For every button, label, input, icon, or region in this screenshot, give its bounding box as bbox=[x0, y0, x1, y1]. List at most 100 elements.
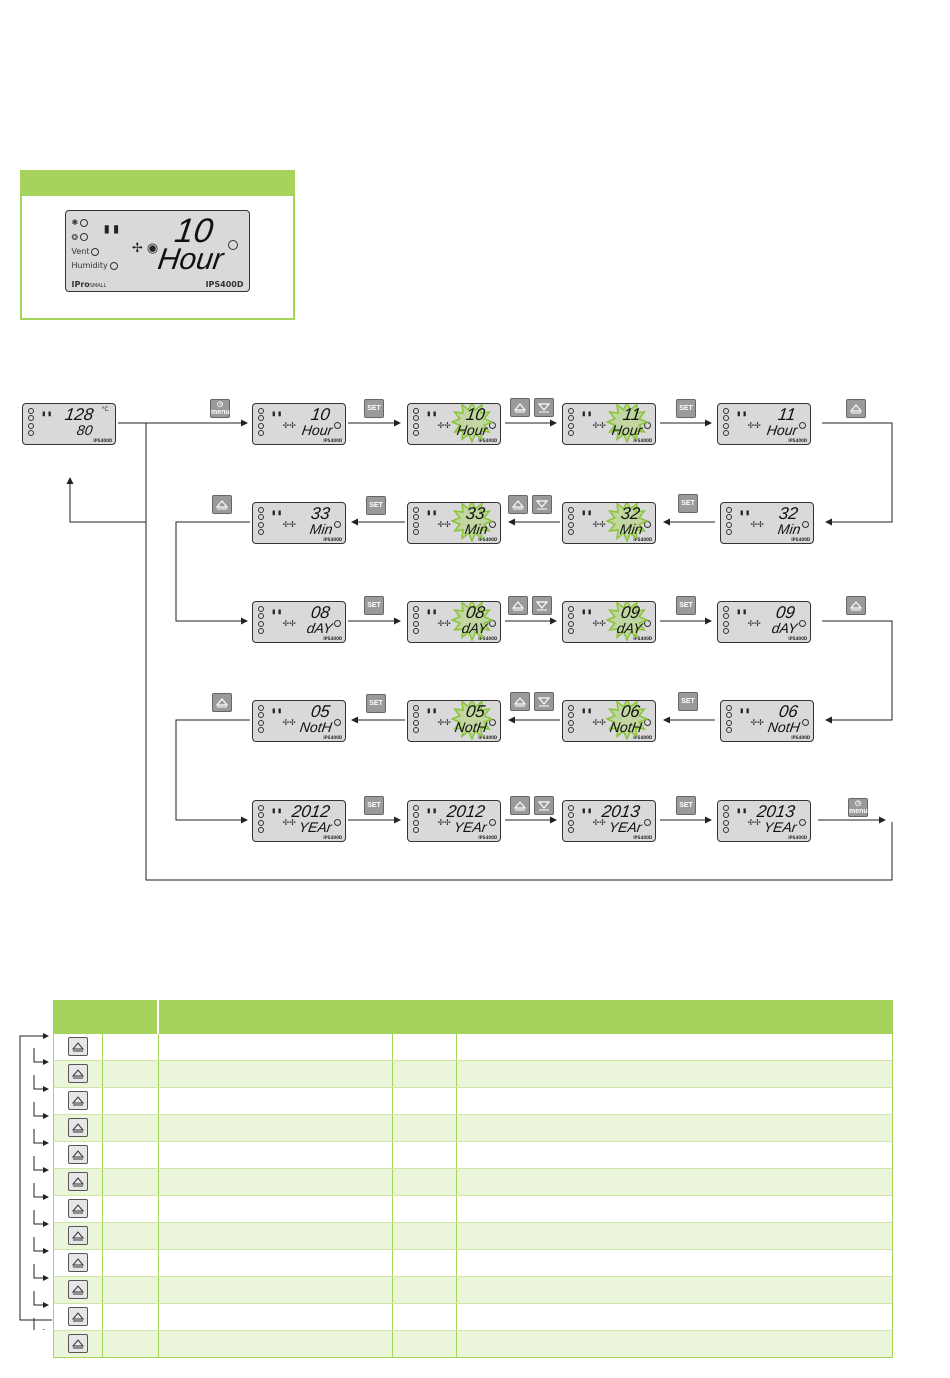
lcd-bottom-value: dAY bbox=[615, 619, 644, 636]
up-button[interactable] bbox=[212, 495, 232, 514]
lcd-bottom-value: NotH bbox=[609, 718, 644, 735]
menu-label: menu bbox=[849, 808, 868, 815]
lcd-bottom-value: dAY bbox=[770, 619, 799, 636]
model-label: IPS400D bbox=[633, 834, 653, 840]
clock-icon: ◷ bbox=[854, 800, 862, 807]
status-glyphs: ▮▮ bbox=[102, 220, 122, 237]
lcd-top-value: 10 bbox=[465, 404, 487, 424]
table-row bbox=[53, 1061, 893, 1088]
fan-icon: ✢ ◉ bbox=[131, 241, 159, 257]
down-button[interactable] bbox=[534, 692, 554, 711]
vent-indicator: Vent bbox=[71, 247, 97, 261]
up-key-icon bbox=[68, 1037, 88, 1056]
menu-button[interactable]: ◷menu bbox=[210, 399, 230, 418]
lcd-top-value: 2012 bbox=[446, 801, 487, 821]
up-button[interactable] bbox=[510, 692, 530, 711]
set-button[interactable]: SET bbox=[676, 399, 696, 418]
lcd-top-value: 33 bbox=[310, 503, 332, 523]
model-label: IPS400D bbox=[791, 536, 811, 542]
lcd-bottom-value: Min bbox=[618, 520, 644, 537]
blink-burst-icon bbox=[450, 602, 493, 641]
up-button[interactable] bbox=[508, 596, 528, 615]
hero-lcd-display: ✱ ❂ Vent Humidity ▮▮ ✢ ◉ 10 Hour IProSMA… bbox=[65, 210, 250, 292]
lcd-bottom-value: YEAr bbox=[608, 818, 644, 835]
table-header bbox=[53, 1000, 893, 1034]
lcd-bottom-value: dAY bbox=[460, 619, 489, 636]
lcd-bottom-value: Min bbox=[463, 520, 489, 537]
down-button[interactable] bbox=[534, 398, 554, 417]
model-label: IPS400D bbox=[323, 635, 343, 641]
set-button[interactable]: SET bbox=[364, 596, 384, 615]
hero-panel: ✱ ❂ Vent Humidity ▮▮ ✢ ◉ 10 Hour IProSMA… bbox=[20, 170, 295, 320]
lcd-bottom-value: Hour bbox=[765, 421, 799, 438]
clock-icon bbox=[228, 239, 239, 250]
lcd-top-value: 08 bbox=[310, 602, 332, 622]
table-row bbox=[53, 1142, 893, 1169]
set-button[interactable]: SET bbox=[676, 796, 696, 815]
blink-burst-icon bbox=[450, 503, 493, 542]
set-button[interactable]: SET bbox=[364, 399, 384, 418]
set-button[interactable]: SET bbox=[366, 496, 386, 515]
up-key-icon bbox=[68, 1307, 88, 1326]
lcd-bottom-value: NotH bbox=[767, 718, 802, 735]
set-button[interactable]: SET bbox=[678, 494, 698, 513]
home-temperature: 128 bbox=[63, 404, 95, 424]
down-button[interactable] bbox=[532, 596, 552, 615]
model-label: IPS400D bbox=[633, 536, 653, 542]
humidity-indicator: Humidity bbox=[71, 261, 107, 275]
table-row bbox=[53, 1196, 893, 1223]
menu-button[interactable]: ◷menu bbox=[848, 798, 868, 817]
up-button[interactable] bbox=[510, 398, 530, 417]
lcd-bottom-value: Hour bbox=[300, 421, 334, 438]
lcd-bottom-value: NotH bbox=[299, 718, 334, 735]
up-key-icon bbox=[68, 1253, 88, 1272]
down-button[interactable] bbox=[532, 495, 552, 514]
model-label: IPS400D bbox=[323, 536, 343, 542]
up-key-icon bbox=[68, 1064, 88, 1083]
menu-label: menu bbox=[211, 409, 230, 416]
lcd-top-value: 09 bbox=[620, 602, 642, 622]
blink-burst-icon bbox=[450, 404, 493, 443]
blink-burst-icon bbox=[605, 404, 648, 443]
model-label: IPS400D bbox=[788, 437, 808, 443]
home-humidity: 80 bbox=[76, 421, 95, 438]
set-button[interactable]: SET bbox=[364, 796, 384, 815]
lcd-bottom-value: YEAr bbox=[453, 818, 489, 835]
blink-burst-icon bbox=[605, 701, 648, 740]
set-button[interactable]: SET bbox=[678, 692, 698, 711]
model-label: IPS400D bbox=[791, 734, 811, 740]
down-button[interactable] bbox=[534, 796, 554, 815]
up-button[interactable] bbox=[510, 796, 530, 815]
model-label: IPS400D bbox=[323, 437, 343, 443]
lcd-bottom-value: Hour bbox=[610, 421, 644, 438]
model-label: IPS400D bbox=[633, 437, 653, 443]
set-button[interactable]: SET bbox=[366, 694, 386, 713]
up-button[interactable] bbox=[846, 596, 866, 615]
lcd-bottom-value: dAY bbox=[305, 619, 334, 636]
lcd-top-value: 05 bbox=[465, 701, 487, 721]
model-label: IPS400D bbox=[478, 734, 498, 740]
up-key-icon bbox=[68, 1172, 88, 1191]
set-button[interactable]: SET bbox=[676, 596, 696, 615]
up-button[interactable] bbox=[212, 693, 232, 712]
lcd-bottom-value: YEAr bbox=[298, 818, 334, 835]
table-loop-arrows bbox=[19, 1033, 52, 1330]
lcd-bottom-value: Hour bbox=[455, 421, 489, 438]
model-label: IPS400D bbox=[205, 279, 244, 289]
up-button[interactable] bbox=[508, 495, 528, 514]
lcd-bottom-value: NotH bbox=[454, 718, 489, 735]
lcd-top-value: 2013 bbox=[601, 801, 642, 821]
snowflake-icon: ✱ bbox=[71, 218, 97, 232]
up-button[interactable] bbox=[846, 399, 866, 418]
